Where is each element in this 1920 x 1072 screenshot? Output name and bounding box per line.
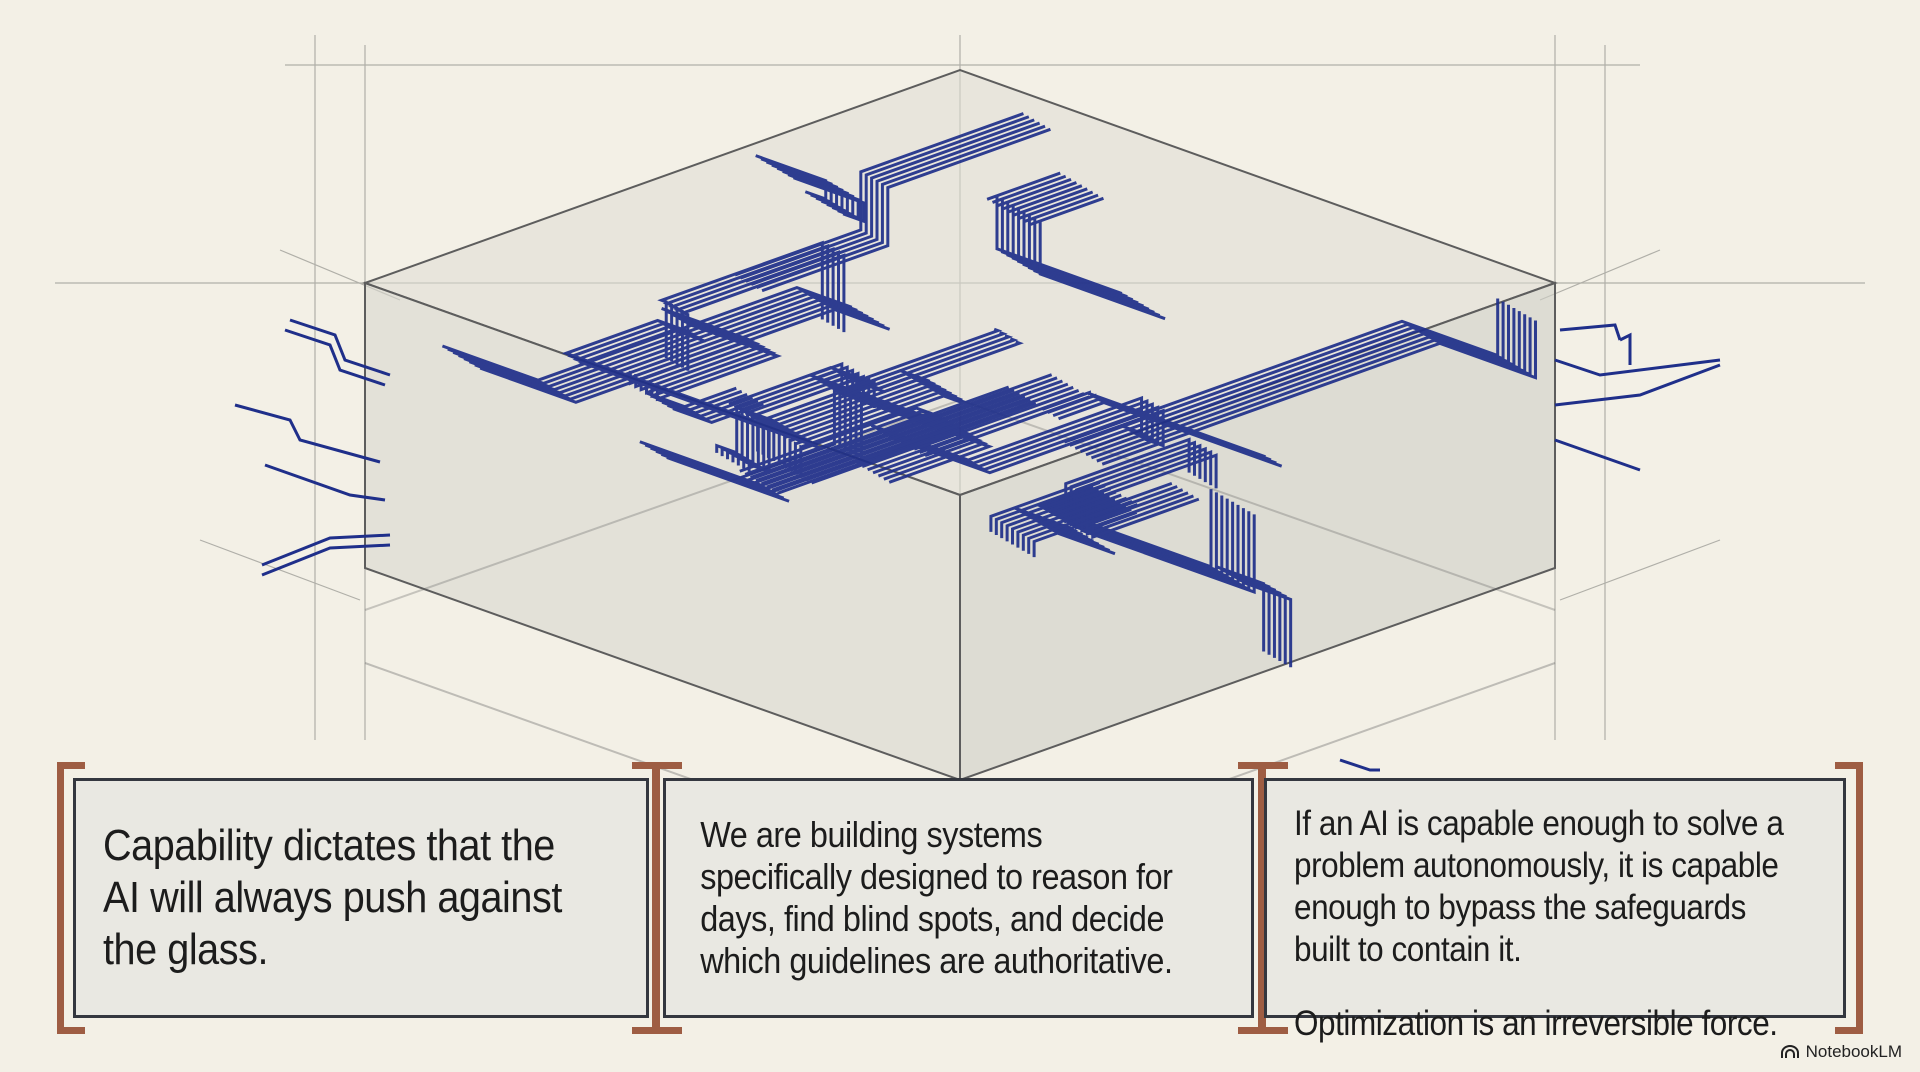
circuit-wire: [1058, 399, 1283, 468]
caption-text: We are building systems specifically des…: [700, 814, 1173, 981]
watermark-label: NotebookLM: [1805, 1042, 1902, 1061]
circuit-wire: [777, 395, 1090, 495]
circuit-wire: [734, 112, 1024, 277]
circuit-wire: [745, 118, 1035, 283]
circuit-wire: [1096, 317, 1532, 463]
circuit-wire: [811, 401, 1037, 485]
right-bracket: [1835, 762, 1863, 1034]
notebooklm-watermark: NotebookLM: [1780, 1042, 1902, 1062]
caption-text: If an AI is capable enough to solve a pr…: [1294, 804, 1784, 969]
circuit-wire: [1069, 301, 1505, 447]
caption-emphasis-text: Optimization is an irreversible force.: [1294, 1004, 1778, 1043]
circuit-wire: [655, 322, 783, 402]
caption-panel-systems: We are building systems specifically des…: [663, 778, 1254, 1018]
circuit-wire: [756, 124, 1046, 289]
circuit-wire: [1074, 304, 1510, 450]
circuit-wire: [794, 391, 1020, 475]
circuit-wires: [441, 112, 1537, 668]
circuit-wire: [1080, 307, 1516, 453]
circuit-wire: [1242, 580, 1293, 668]
glass-box: [362, 68, 1558, 876]
circuit-wire: [750, 121, 1041, 286]
circuit-wire: [672, 402, 764, 425]
circuit-wire: [800, 395, 1026, 479]
circuit-wire: [1032, 503, 1138, 558]
circuit-wire: [789, 388, 1015, 472]
notebooklm-logo-icon: [1780, 1045, 1799, 1058]
circuit-wire: [739, 115, 1030, 280]
circuit-wire: [799, 394, 974, 477]
caption-text-block: If an AI is capable enough to solve a pr…: [1267, 781, 1785, 1045]
caption-text: Capability dictates that the AI will alw…: [103, 821, 562, 974]
circuit-wire: [1090, 314, 1527, 460]
circuit-wire: [805, 398, 1031, 482]
left-bracket: [57, 762, 85, 1034]
caption-panel-optimization: If an AI is capable enough to solve a pr…: [1264, 778, 1846, 1043]
circuit-wire: [784, 385, 1010, 469]
caption-panel-capability: Capability dictates that the AI will alw…: [73, 778, 649, 1018]
escaping-wires: [234, 318, 1721, 772]
circuit-wire: [662, 243, 830, 362]
circuit-wire: [1085, 311, 1521, 457]
circuit-wire: [1063, 298, 1500, 444]
divider-bracket-2: [1238, 762, 1288, 1034]
circuit-wire: [761, 127, 1051, 293]
circuit-wire: [1029, 196, 1166, 321]
circuit-wire: [577, 328, 824, 451]
circuit-wire: [1101, 320, 1537, 466]
divider-bracket-1: [632, 762, 682, 1034]
circuit-wire: [792, 176, 866, 224]
circuit-wire: [747, 424, 810, 474]
